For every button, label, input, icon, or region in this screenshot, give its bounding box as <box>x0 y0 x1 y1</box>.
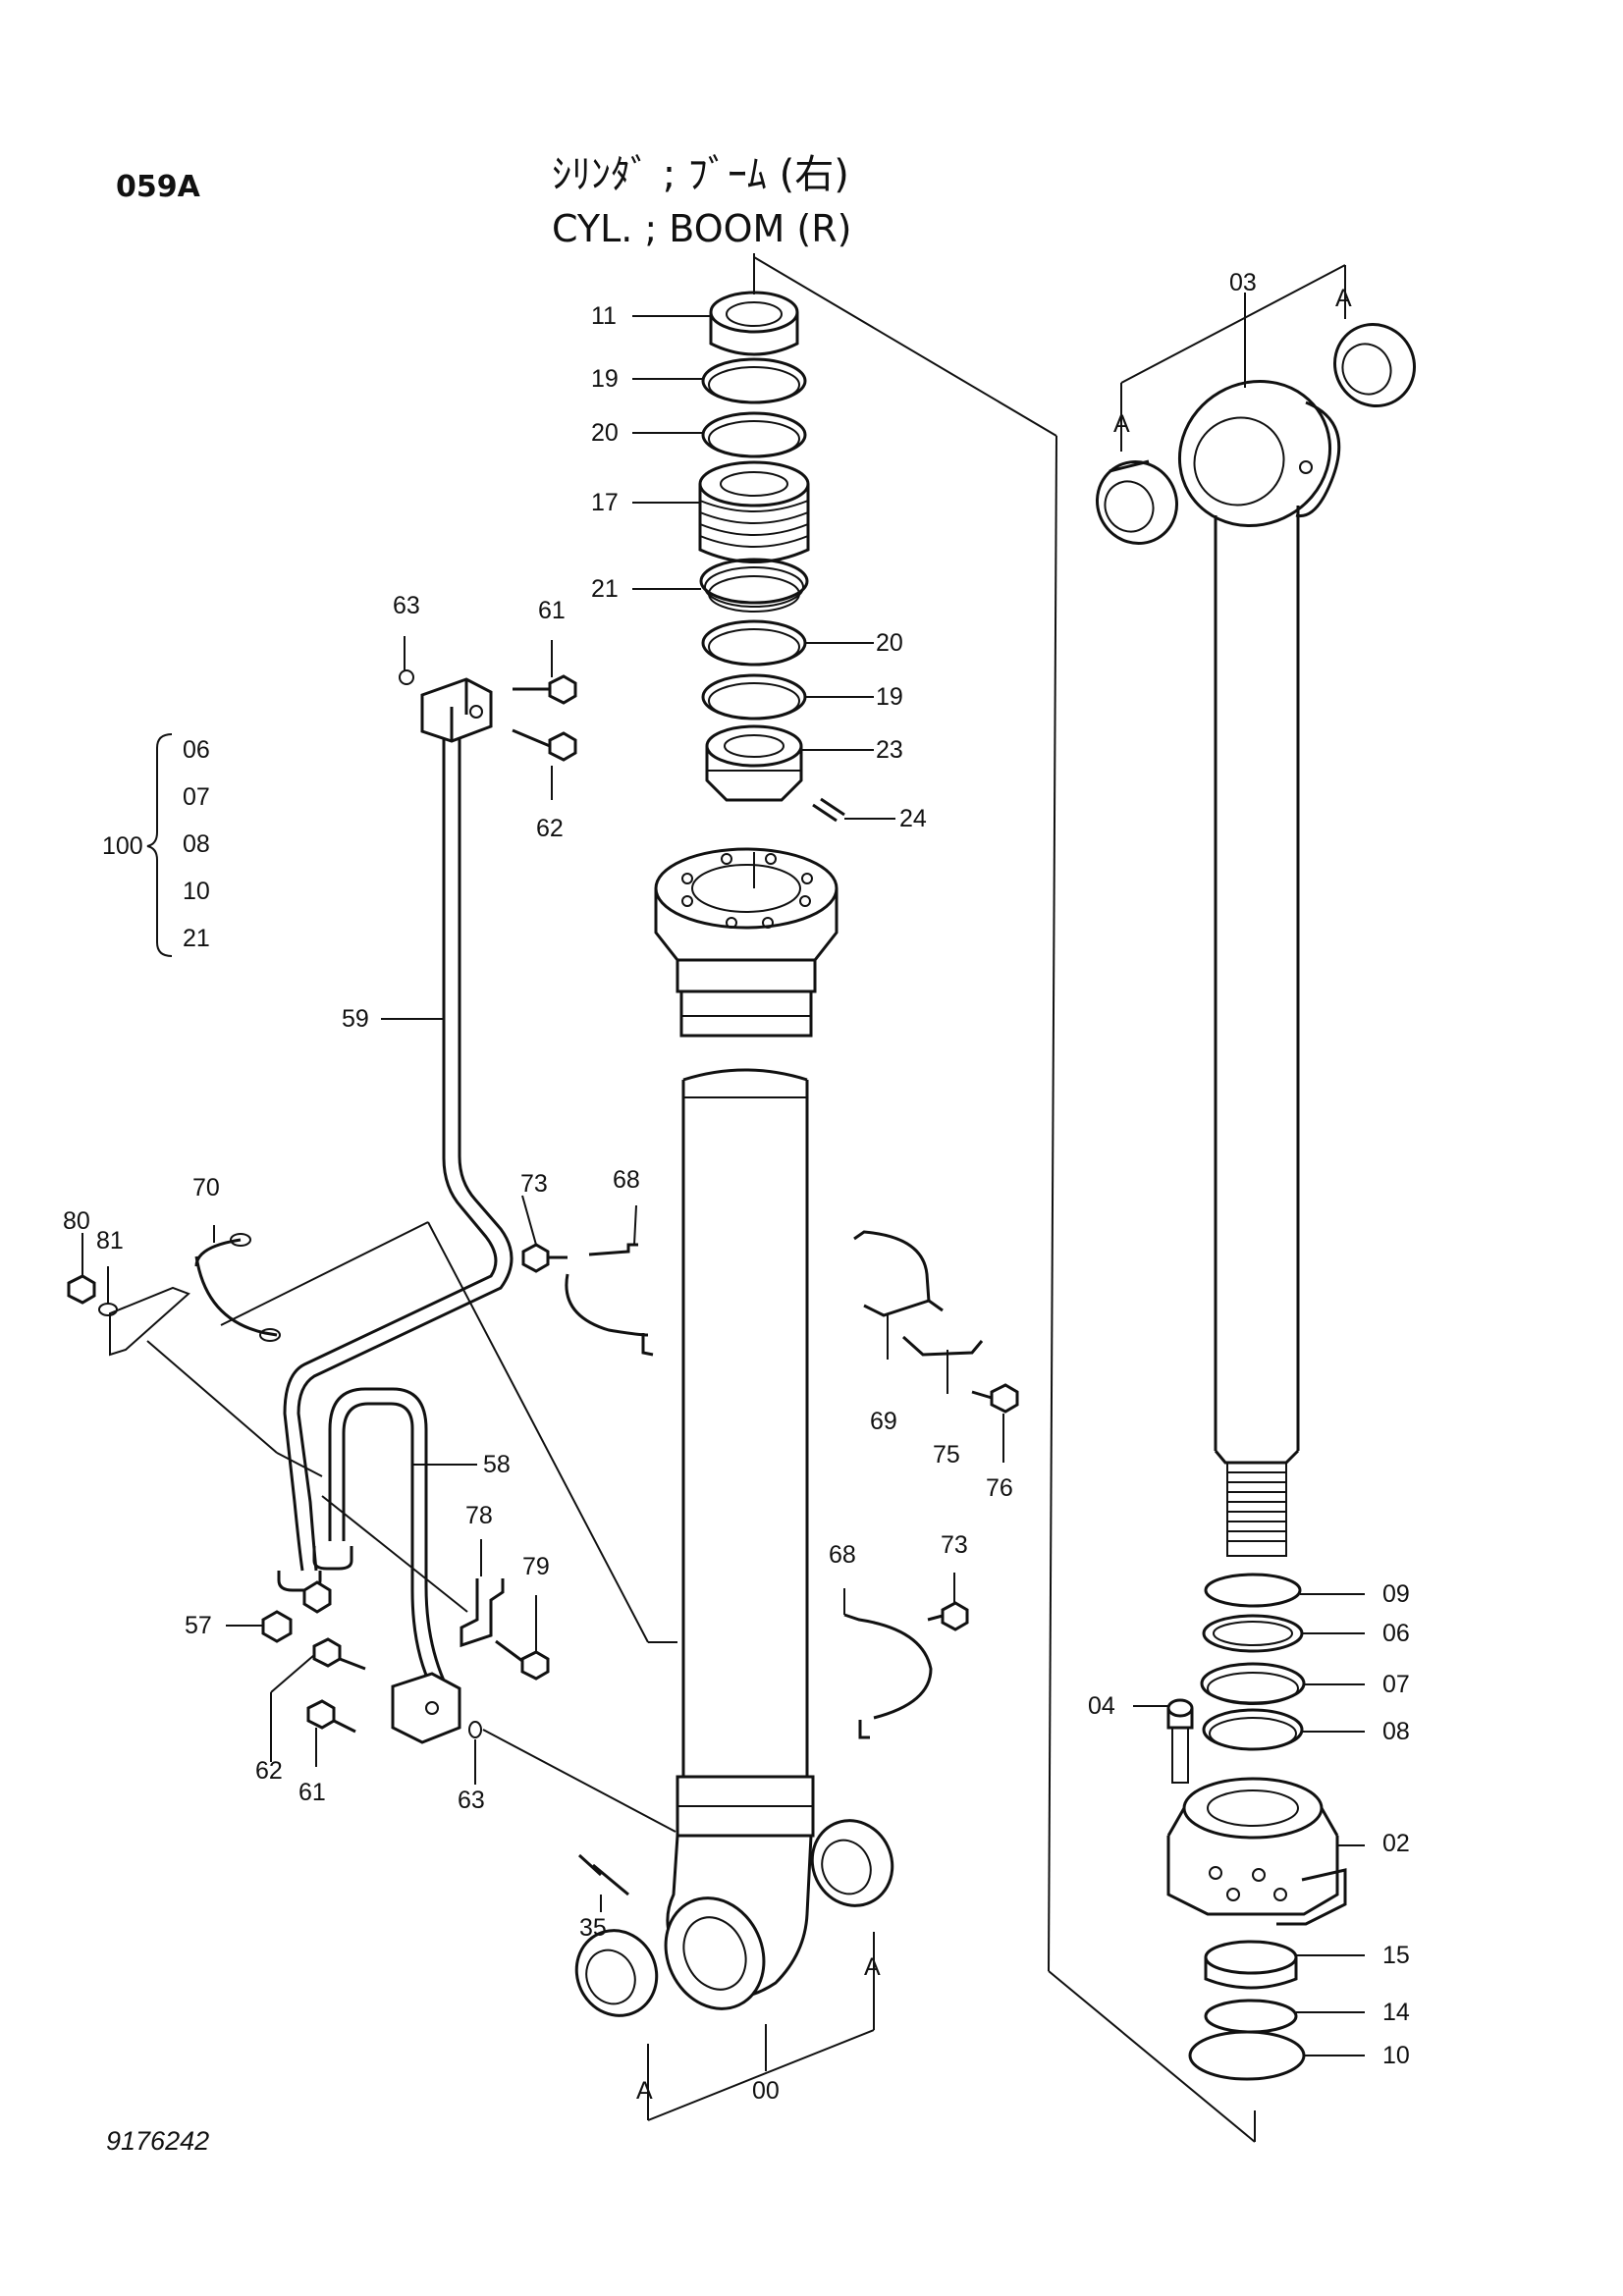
title-english: CYL. ; BOOM (R) <box>552 207 852 250</box>
callout-00: 00 <box>752 2077 780 2105</box>
kit-member: 10 <box>183 878 210 905</box>
kit-member: 08 <box>183 830 210 858</box>
page-code: 059A <box>116 170 200 204</box>
kit-brace <box>146 733 173 957</box>
callout-68: 68 <box>613 1166 640 1194</box>
seal-stack <box>698 253 845 888</box>
callout-63: 63 <box>458 1787 485 1814</box>
callout-17: 17 <box>591 489 619 516</box>
callout-75: 75 <box>933 1441 960 1468</box>
piston-rod <box>1095 322 1417 2081</box>
callout-20: 20 <box>876 629 903 657</box>
callout-69: 69 <box>870 1408 897 1435</box>
cylinder-tube <box>577 847 839 2010</box>
callout-35: 35 <box>579 1914 607 1942</box>
callout-80: 80 <box>63 1207 90 1235</box>
callout-A: A <box>1113 410 1130 438</box>
kit-number: 100 <box>102 832 143 860</box>
kit-member: 21 <box>183 925 210 952</box>
bottom-pin-bushings <box>574 1819 894 2017</box>
callout-A: A <box>636 2077 653 2105</box>
callout-19: 19 <box>591 365 619 393</box>
callout-57: 57 <box>185 1612 212 1639</box>
callout-73: 73 <box>941 1531 968 1559</box>
leader-lines <box>81 256 1365 2143</box>
callout-73: 73 <box>520 1170 548 1198</box>
callout-61: 61 <box>298 1779 326 1806</box>
callout-07: 07 <box>1382 1671 1410 1698</box>
callout-61: 61 <box>538 597 566 624</box>
callout-63: 63 <box>393 592 420 619</box>
callout-19: 19 <box>876 683 903 711</box>
title-japanese: ｼﾘﾝﾀﾞ ; ﾌﾞｰﾑ (右) <box>552 152 849 197</box>
kit-member: 07 <box>183 783 210 811</box>
callout-20: 20 <box>591 419 619 447</box>
callout-08: 08 <box>1382 1718 1410 1745</box>
callout-04: 04 <box>1088 1692 1115 1720</box>
callout-79: 79 <box>522 1553 550 1580</box>
callout-78: 78 <box>465 1502 493 1529</box>
callout-81: 81 <box>96 1227 124 1255</box>
callout-A: A <box>864 1953 881 1981</box>
kit-member: 06 <box>183 736 210 764</box>
callout-A: A <box>1335 285 1352 312</box>
callout-10: 10 <box>1382 2042 1410 2069</box>
callout-03: 03 <box>1229 269 1257 296</box>
callout-23: 23 <box>876 736 903 764</box>
drawing-number: 9176242 <box>106 2126 210 2156</box>
callout-68: 68 <box>829 1541 856 1569</box>
callout-15: 15 <box>1382 1942 1410 1969</box>
callout-06: 06 <box>1382 1620 1410 1647</box>
hydraulic-piping <box>277 677 514 1744</box>
callout-76: 76 <box>986 1474 1013 1502</box>
callout-14: 14 <box>1382 1999 1410 2026</box>
callout-24: 24 <box>899 805 927 832</box>
callout-58: 58 <box>483 1451 511 1478</box>
callout-62: 62 <box>255 1757 283 1785</box>
callout-62: 62 <box>536 815 564 842</box>
callout-11: 11 <box>591 302 617 330</box>
callout-09: 09 <box>1382 1580 1410 1608</box>
callout-02: 02 <box>1382 1830 1410 1857</box>
callout-70: 70 <box>192 1174 220 1201</box>
callout-21: 21 <box>591 575 619 603</box>
callout-59: 59 <box>342 1005 369 1033</box>
